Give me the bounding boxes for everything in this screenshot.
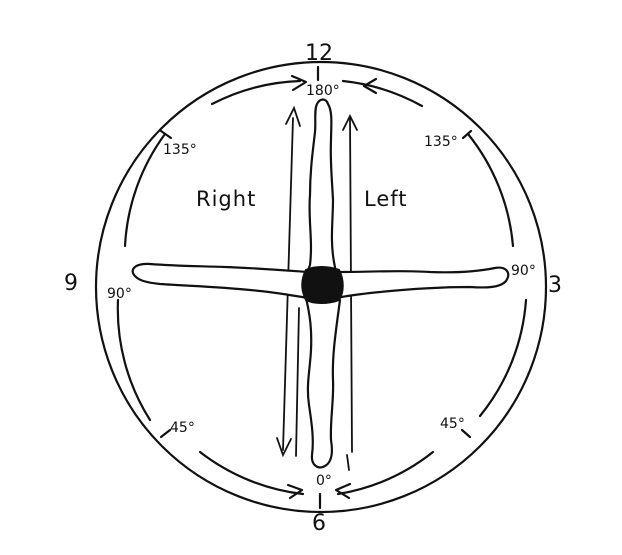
- figure-center: [301, 266, 344, 304]
- degree-label-lower-left: 45°: [170, 420, 195, 436]
- degree-label-top: 180°: [306, 83, 340, 99]
- figure-upper-limb: [303, 98, 339, 280]
- clock-label-3: 3: [548, 273, 562, 298]
- degree-label-upper-left: 135°: [163, 142, 197, 158]
- degree-label-bottom: 0°: [316, 473, 332, 489]
- outer-circle: [94, 60, 548, 514]
- figure-lower-limb: [304, 296, 342, 469]
- side-label-right: Right: [196, 187, 256, 211]
- degree-label-mid-right: 90°: [511, 263, 536, 279]
- ring-arrowheads: [286, 74, 378, 500]
- inner-scale-arcs: [116, 79, 528, 496]
- degree-label-mid-left: 90°: [107, 286, 132, 302]
- degree-label-lower-right: 45°: [440, 416, 465, 432]
- clock-label-9: 9: [64, 271, 78, 296]
- clock-label-6: 6: [312, 511, 326, 536]
- degree-label-upper-right: 135°: [424, 134, 458, 150]
- figure-left-limb: [131, 262, 310, 300]
- clock-label-12: 12: [305, 41, 333, 66]
- side-label-left: Left: [364, 187, 408, 211]
- figure-right-limb: [335, 266, 510, 300]
- scale-ticks: [159, 65, 473, 510]
